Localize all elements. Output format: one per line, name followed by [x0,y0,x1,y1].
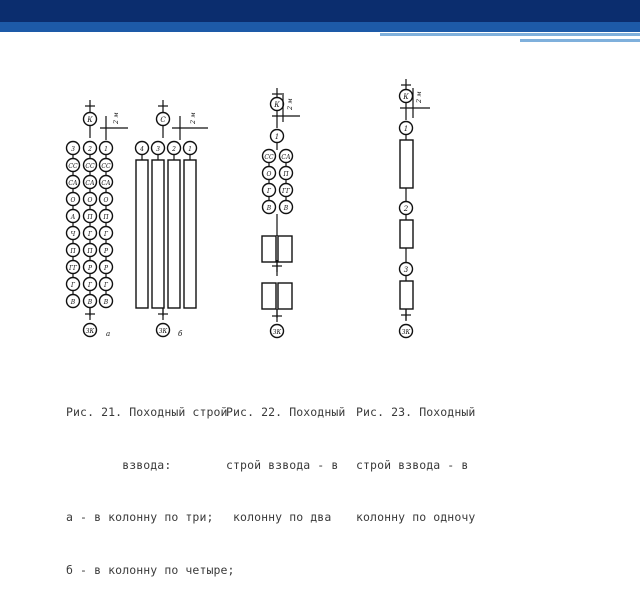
soldier-label: С [160,116,166,124]
distance-label: 2 м [286,98,294,111]
soldier-label: Р [103,248,109,255]
soldier-label: Г [266,188,272,195]
soldier-label: О [104,197,109,204]
soldier-label: В [70,299,76,306]
soldier-label: ГГ [281,188,291,195]
file-column-rect [167,159,181,309]
soldier-label: Г [70,282,76,289]
file-column-rect [151,159,165,309]
caption-fig21-line: взвода: [66,457,172,472]
soldier-label: Р [103,265,109,272]
soldier-label: В [283,205,289,212]
caption-fig22-line: колонну по два [226,510,332,524]
soldier-label: Ч [71,231,76,238]
soldier-label: 1 [188,146,192,153]
caption-fig21-line: Рис. 21. Походный строй [66,405,228,419]
soldier-label: ЗК [273,329,282,336]
soldier-label: П [86,214,93,221]
subfigure-label-a: а [106,330,110,338]
caption-fig22: Рис. 22. Походный строй взвода - в колон… [226,369,345,544]
soldier-label: П [86,248,93,255]
distance-label: 2 м [415,91,423,104]
soldier-label: Г [103,231,109,238]
soldier-label: СС [85,163,95,170]
distance-label: 2 м [189,112,197,125]
soldier-label: СА [85,180,95,187]
soldier-label: В [266,205,272,212]
file-column-rect [183,159,197,309]
soldier-label: Р [87,265,93,272]
soldier-label: 1 [275,133,279,141]
deputy-commander-circle [398,323,414,339]
soldier-label: 4 [139,146,144,153]
caption-fig21: Рис. 21. Походный строй взвода: а - в ко… [66,369,235,597]
file-column-rect [399,280,414,310]
soldier-circle [261,199,277,215]
file-column-rect [135,159,149,309]
soldier-circle [278,199,294,215]
soldier-label: ГГ [68,265,78,272]
soldier-label: О [267,171,272,178]
soldier-label: А [70,214,76,221]
distance-label: 2 м [112,112,120,125]
soldier-label: Г [87,282,93,289]
file-column-rect [399,219,414,249]
deputy-commander-circle [269,323,285,339]
header-banner [0,0,640,42]
subfigure-label-b: б [178,330,183,338]
soldier-circle [65,293,81,309]
soldier-label: СС [101,163,111,170]
soldier-label: П [102,214,109,221]
soldier-label: 2 [171,146,176,153]
soldier-circle [98,293,114,309]
soldier-label: 2 [403,205,409,213]
soldier-label: 1 [404,125,408,133]
banner-dark-band [0,0,640,22]
soldier-label: В [103,299,109,306]
caption-fig22-line: Рис. 22. Походный [226,405,346,419]
soldier-label: 3 [71,146,75,153]
soldier-label: ЗК [402,329,411,336]
caption-fig23: Рис. 23. Походный строй взвода - в колон… [356,369,475,544]
banner-mid-band [0,22,640,32]
soldier-label: В [87,299,93,306]
deputy-commander-circle [82,322,98,338]
deputy-commander-circle [155,322,171,338]
soldier-label: 1 [104,146,108,153]
caption-fig21-line: а - в колонну по три; [66,510,214,524]
soldier-label: О [71,197,76,204]
soldier-label: П [69,248,76,255]
vehicle-rect [261,282,277,310]
vehicle-rect [277,282,293,310]
caption-fig22-line: строй взвода - в [226,457,339,472]
soldier-label: СА [68,180,78,187]
banner-light-stripe [380,33,640,36]
caption-fig23-line: колонну по одночу [356,510,476,524]
file-column-rect [399,139,414,189]
soldier-circle [82,293,98,309]
vehicle-rect [277,235,293,263]
soldier-label: К [402,93,409,101]
soldier-label: ЗК [159,328,168,335]
banner-light-stripe-2 [520,39,640,42]
caption-fig21-line: б - в колонну по четыре; [66,562,235,577]
caption-fig23-line: Рис. 23. Походный [356,405,476,419]
caption-fig23-line: строй взвода - в [356,457,469,472]
soldier-label: Г [87,231,93,238]
soldier-label: СС [68,163,78,170]
soldier-label: 3 [404,266,409,274]
soldier-label: 2 [87,146,92,153]
soldier-label: К [86,116,93,124]
vehicle-rect [261,235,277,263]
soldier-label: СС [264,154,274,161]
soldier-label: П [282,171,289,178]
soldier-label: СА [281,154,291,161]
soldier-label: СА [101,180,111,187]
soldier-label: 3 [156,146,160,153]
soldier-label: Г [103,282,109,289]
soldier-label: К [273,101,280,109]
soldier-label: ЗК [86,328,95,335]
soldier-label: О [88,197,93,204]
